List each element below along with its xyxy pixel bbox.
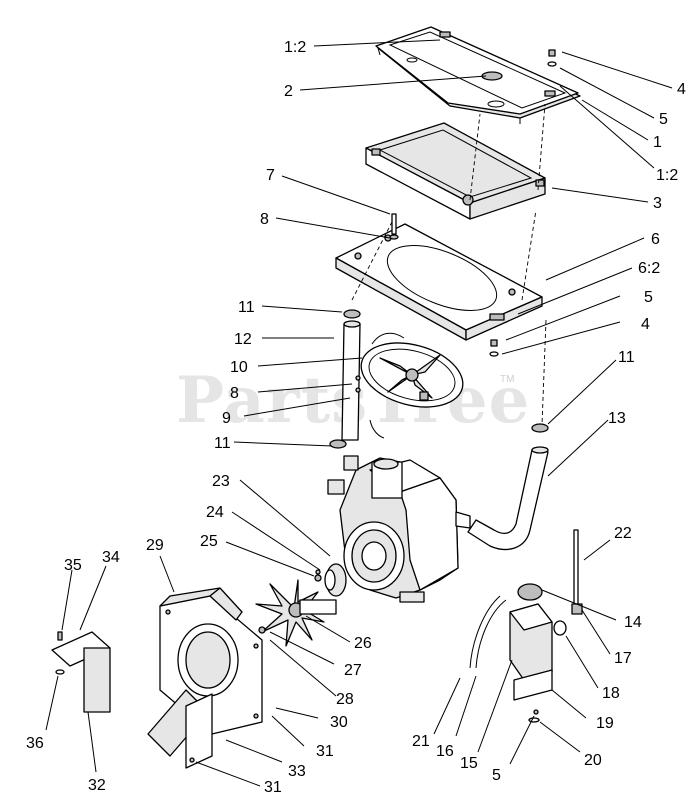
- callout-34: 34: [102, 549, 120, 566]
- callout-29: 29: [146, 537, 164, 554]
- top-fasteners: [489, 49, 557, 357]
- callout-7: 7: [266, 167, 275, 184]
- callout-1: 1: [653, 134, 662, 151]
- reservoir-tank: [469, 529, 583, 723]
- callout-10: 10: [230, 359, 248, 376]
- callout-36: 36: [26, 735, 44, 752]
- callout-30: 30: [330, 714, 348, 731]
- callout-17: 17: [614, 650, 632, 667]
- callout-1-2-top: 1:2: [284, 39, 306, 56]
- callout-21: 21: [412, 733, 430, 750]
- callout-8-mid: 8: [230, 385, 239, 402]
- callout-35: 35: [64, 557, 82, 574]
- callout-16: 16: [436, 743, 454, 760]
- callout-23: 23: [212, 473, 230, 490]
- callout-5-top: 5: [659, 111, 668, 128]
- callout-4-mid: 4: [641, 316, 650, 333]
- bolt-7: [389, 213, 399, 240]
- guide-lines-top: [351, 103, 547, 426]
- callout-25: 25: [200, 533, 218, 550]
- callout-11-right: 11: [618, 349, 635, 366]
- callout-4-top: 4: [677, 81, 686, 98]
- callout-1-2-right: 1:2: [656, 167, 678, 184]
- callout-33: 33: [288, 763, 306, 780]
- callout-28: 28: [336, 691, 354, 708]
- callout-24: 24: [206, 504, 224, 521]
- right-hose: [467, 423, 549, 551]
- callout-12: 12: [234, 331, 252, 348]
- callout-20: 20: [584, 752, 602, 769]
- callout-3: 3: [653, 195, 662, 212]
- callout-31-bottom: 31: [264, 779, 282, 796]
- left-bracket: [51, 631, 111, 713]
- fan-assembly: [360, 332, 464, 439]
- callout-22: 22: [614, 525, 632, 542]
- callout-labels: 1:2 2 4 5 1 1:2 7 3 8 6 6:2 11 5 12 4 10…: [26, 39, 686, 796]
- callout-6-2: 6:2: [638, 260, 660, 277]
- top-cover-plate: [375, 26, 581, 124]
- shroud-plate: [335, 223, 543, 341]
- callout-5-mid: 5: [644, 289, 653, 306]
- callout-26: 26: [354, 635, 372, 652]
- fan-blade: [255, 563, 347, 647]
- left-hose: [329, 309, 361, 449]
- callout-9: 9: [222, 410, 231, 427]
- callout-27: 27: [344, 662, 362, 679]
- lower-deflector: [147, 689, 213, 769]
- callout-13: 13: [608, 410, 626, 427]
- radiator-frame: [365, 122, 546, 220]
- callout-8-top: 8: [260, 211, 269, 228]
- callout-14: 14: [624, 614, 642, 631]
- callout-31-mid: 31: [316, 743, 334, 760]
- callout-32: 32: [88, 777, 106, 794]
- engine-block: [327, 455, 471, 603]
- leader-lines: [45, 39, 673, 787]
- callout-11-left-bottom: 11: [214, 435, 231, 452]
- callout-18: 18: [602, 685, 620, 702]
- callout-19: 19: [596, 715, 614, 732]
- callout-2: 2: [284, 83, 293, 100]
- watermark-trademark: TM: [500, 374, 514, 385]
- callout-11-left-top: 11: [238, 299, 255, 316]
- callout-15: 15: [460, 755, 478, 772]
- callout-6: 6: [651, 231, 660, 248]
- callout-5-bottom: 5: [492, 767, 501, 784]
